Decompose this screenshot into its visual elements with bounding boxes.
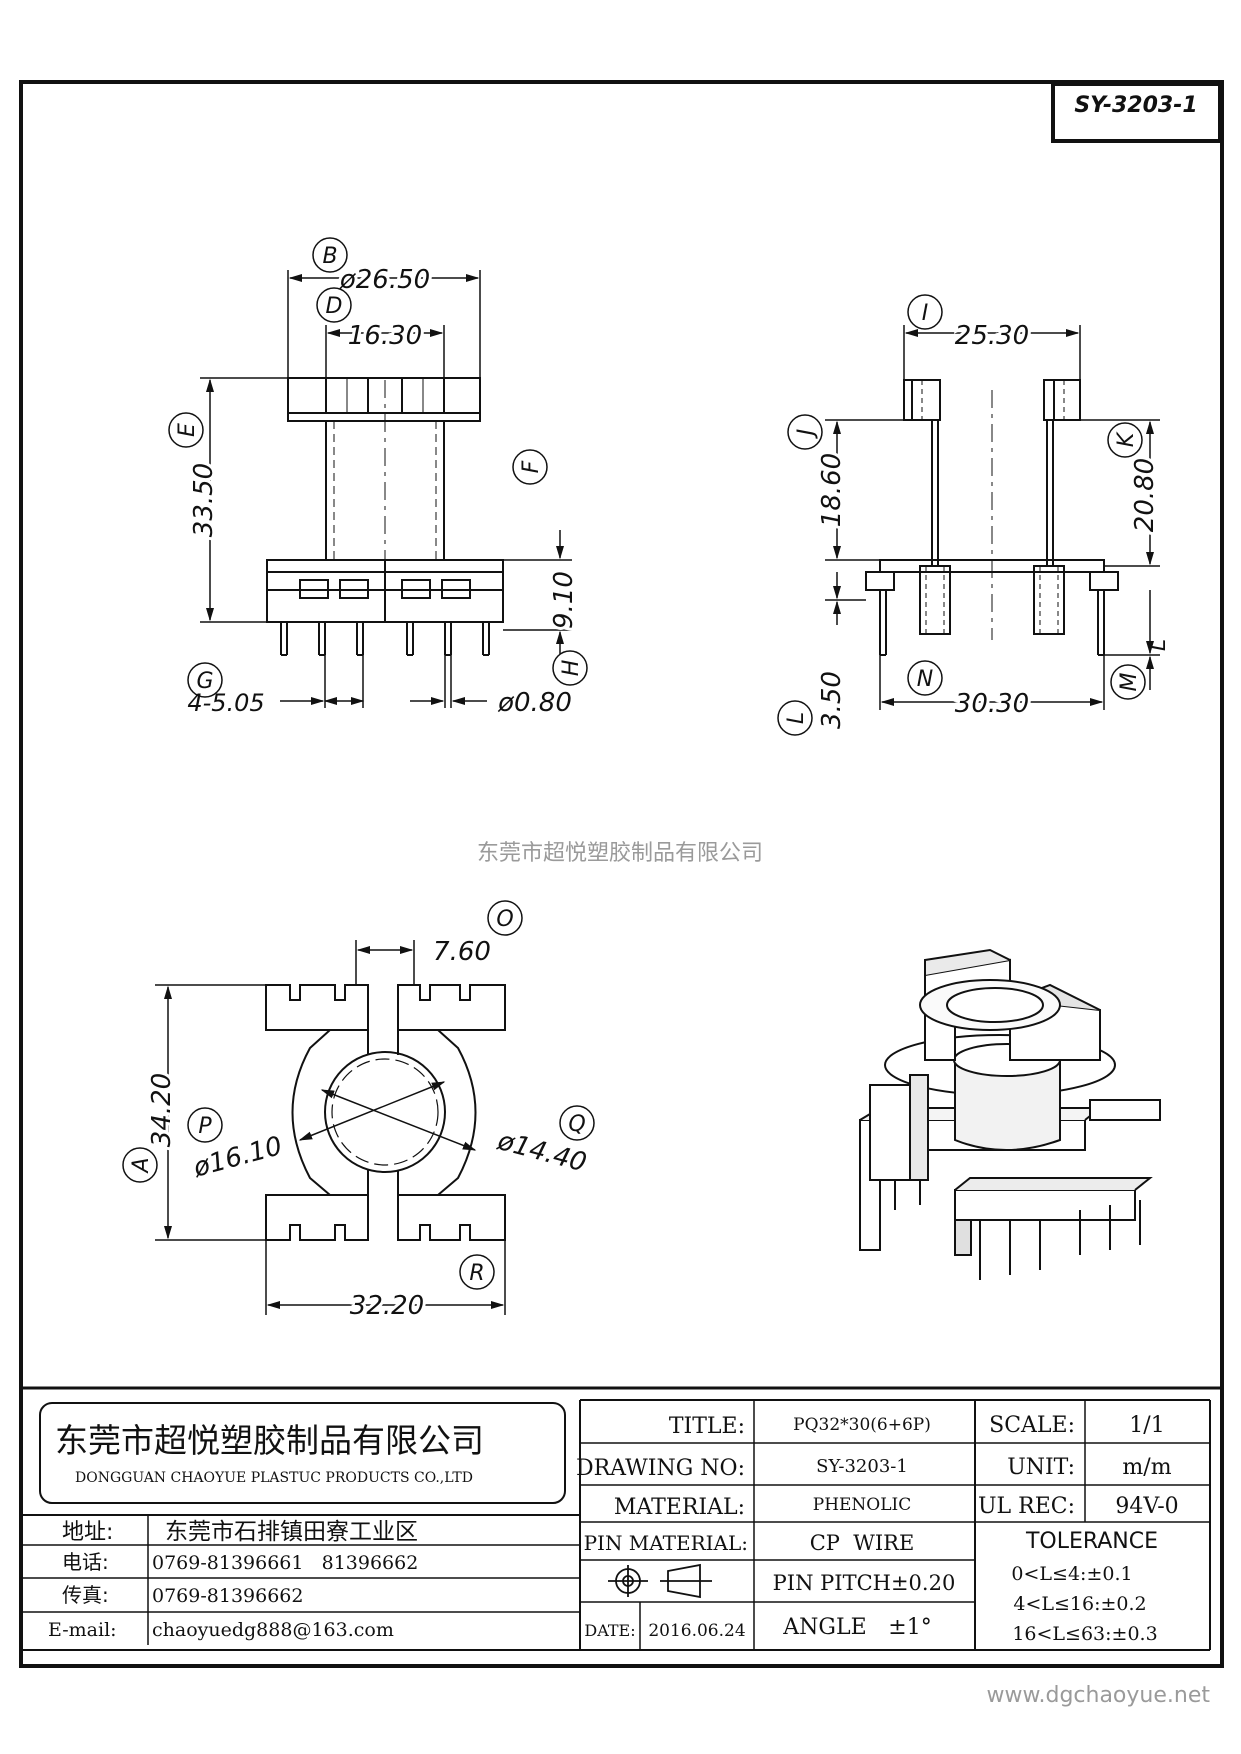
svg-text:34.20: 34.20	[147, 1073, 177, 1147]
email-value: chaoyuedg888@163.com	[152, 1619, 394, 1641]
svg-text:I: I	[922, 301, 929, 326]
outer-frame	[19, 80, 1224, 1668]
tolerance-line-2: 4<L≤16:±0.2	[1013, 1593, 1146, 1615]
svg-text:3.50: 3.50	[817, 671, 847, 729]
svg-text:18.60: 18.60	[817, 453, 847, 527]
address-value: 东莞市石排镇田寮工业区	[165, 1519, 418, 1545]
svg-text:20.80: 20.80	[1130, 458, 1160, 532]
ul-label: UL REC:	[978, 1494, 1075, 1519]
svg-text:L: L	[784, 712, 809, 724]
angle-label: ANGLE	[782, 1615, 866, 1640]
drawing-id-box	[1051, 82, 1222, 143]
svg-text:H: H	[559, 660, 584, 677]
svg-text:L: L	[1146, 639, 1171, 651]
email-label: E-mail:	[48, 1619, 117, 1641]
material-label: MATERIAL:	[614, 1495, 745, 1520]
projection-symbol-icon	[608, 1563, 712, 1599]
front-view-labels: B ø26.50 D 16.30 E 33.50 F 9.10 H G 4-5.…	[168, 237, 588, 718]
unit-value: m/m	[1122, 1455, 1171, 1480]
title-block-text: 东莞市超悦塑胶制品有限公司 DONGGUAN CHAOYUE PLASTUC P…	[48, 1413, 1179, 1645]
front-view-dimensions	[200, 270, 572, 708]
bottom-view	[265, 984, 506, 1241]
svg-text:Q: Q	[568, 1112, 585, 1137]
svg-text:7.60: 7.60	[433, 937, 491, 967]
svg-text:D: D	[326, 294, 343, 319]
scale-label: SCALE:	[989, 1413, 1075, 1438]
svg-text:9.10: 9.10	[549, 571, 579, 629]
svg-text:R: R	[469, 1261, 484, 1286]
phone-value: 0769-81396661 81396662	[152, 1552, 418, 1574]
svg-text:ø26.50: ø26.50	[339, 265, 430, 295]
title-value: PQ32*30(6+6P)	[793, 1415, 931, 1435]
pin-material-label: PIN MATERIAL:	[584, 1531, 748, 1555]
svg-text:K: K	[1114, 431, 1139, 447]
svg-text:E: E	[175, 423, 200, 437]
angle-value: ±1°	[888, 1615, 931, 1640]
address-label: 地址:	[62, 1520, 113, 1545]
pin-pitch: PIN PITCH±0.20	[773, 1571, 956, 1595]
scale-value: 1/1	[1129, 1413, 1164, 1438]
tolerance-label: TOLERANCE	[1025, 1529, 1158, 1554]
isometric-view	[859, 948, 1161, 1280]
svg-text:ø0.80: ø0.80	[497, 688, 572, 718]
date-label: DATE:	[584, 1621, 635, 1640]
company-name-en: DONGGUAN CHAOYUE PLASTUC PRODUCTS CO.,LT…	[75, 1470, 473, 1486]
bottom-view-dimensions	[155, 940, 506, 1315]
title-label: TITLE:	[669, 1414, 745, 1439]
ul-value: 94V-0	[1115, 1494, 1178, 1519]
svg-text:G: G	[196, 669, 213, 694]
svg-text:25.30: 25.30	[955, 321, 1029, 351]
company-name-cn: 东莞市超悦塑胶制品有限公司	[55, 1421, 484, 1460]
svg-text:4-5.05: 4-5.05	[187, 689, 264, 717]
fax-value: 0769-81396662	[152, 1585, 303, 1607]
unit-label: UNIT:	[1007, 1455, 1075, 1480]
side-view-labels: I 25.30 J 18.60 K 20.80 L 3.50 L M N 30.…	[777, 294, 1171, 736]
material-value: PHENOLIC	[813, 1495, 912, 1515]
watermark-footer: www.dgchaoyue.net	[987, 1683, 1211, 1708]
tolerance-line-3: 16<L≤63:±0.3	[1012, 1623, 1157, 1645]
watermark-center: 东莞市超悦塑胶制品有限公司	[477, 841, 763, 866]
bottom-view-labels: O 7.60 A 34.20 P ø16.10 Q ø14.40 R 32.20	[122, 900, 595, 1324]
tolerance-line-1: 0<L≤4:±0.1	[1011, 1563, 1132, 1585]
fax-label: 传真:	[62, 1583, 109, 1607]
svg-text:J: J	[794, 429, 819, 440]
title-block-grid	[21, 1386, 1222, 1651]
drawing-id-label: SY-3203-1	[1074, 93, 1197, 118]
pin-material-value: CP WIRE	[810, 1531, 915, 1555]
front-view	[266, 377, 504, 656]
svg-text:O: O	[496, 907, 513, 932]
svg-text:N: N	[917, 667, 933, 692]
svg-text:16.30: 16.30	[348, 321, 422, 351]
svg-text:B: B	[322, 244, 337, 269]
svg-text:P: P	[198, 1114, 212, 1139]
side-view	[865, 379, 1119, 656]
date-value: 2016.06.24	[648, 1621, 745, 1641]
svg-text:33.50: 33.50	[189, 463, 219, 537]
svg-text:30.30: 30.30	[955, 689, 1029, 719]
drawing-no-label: DRAWING NO:	[576, 1456, 745, 1481]
svg-text:A: A	[129, 1157, 154, 1174]
svg-text:M: M	[1117, 672, 1142, 691]
svg-text:F: F	[519, 460, 544, 473]
phone-label: 电话:	[62, 1550, 109, 1574]
drawing-no-value: SY-3203-1	[816, 1456, 908, 1477]
svg-text:32.20: 32.20	[350, 1291, 424, 1321]
side-view-dimensions	[825, 325, 1160, 710]
